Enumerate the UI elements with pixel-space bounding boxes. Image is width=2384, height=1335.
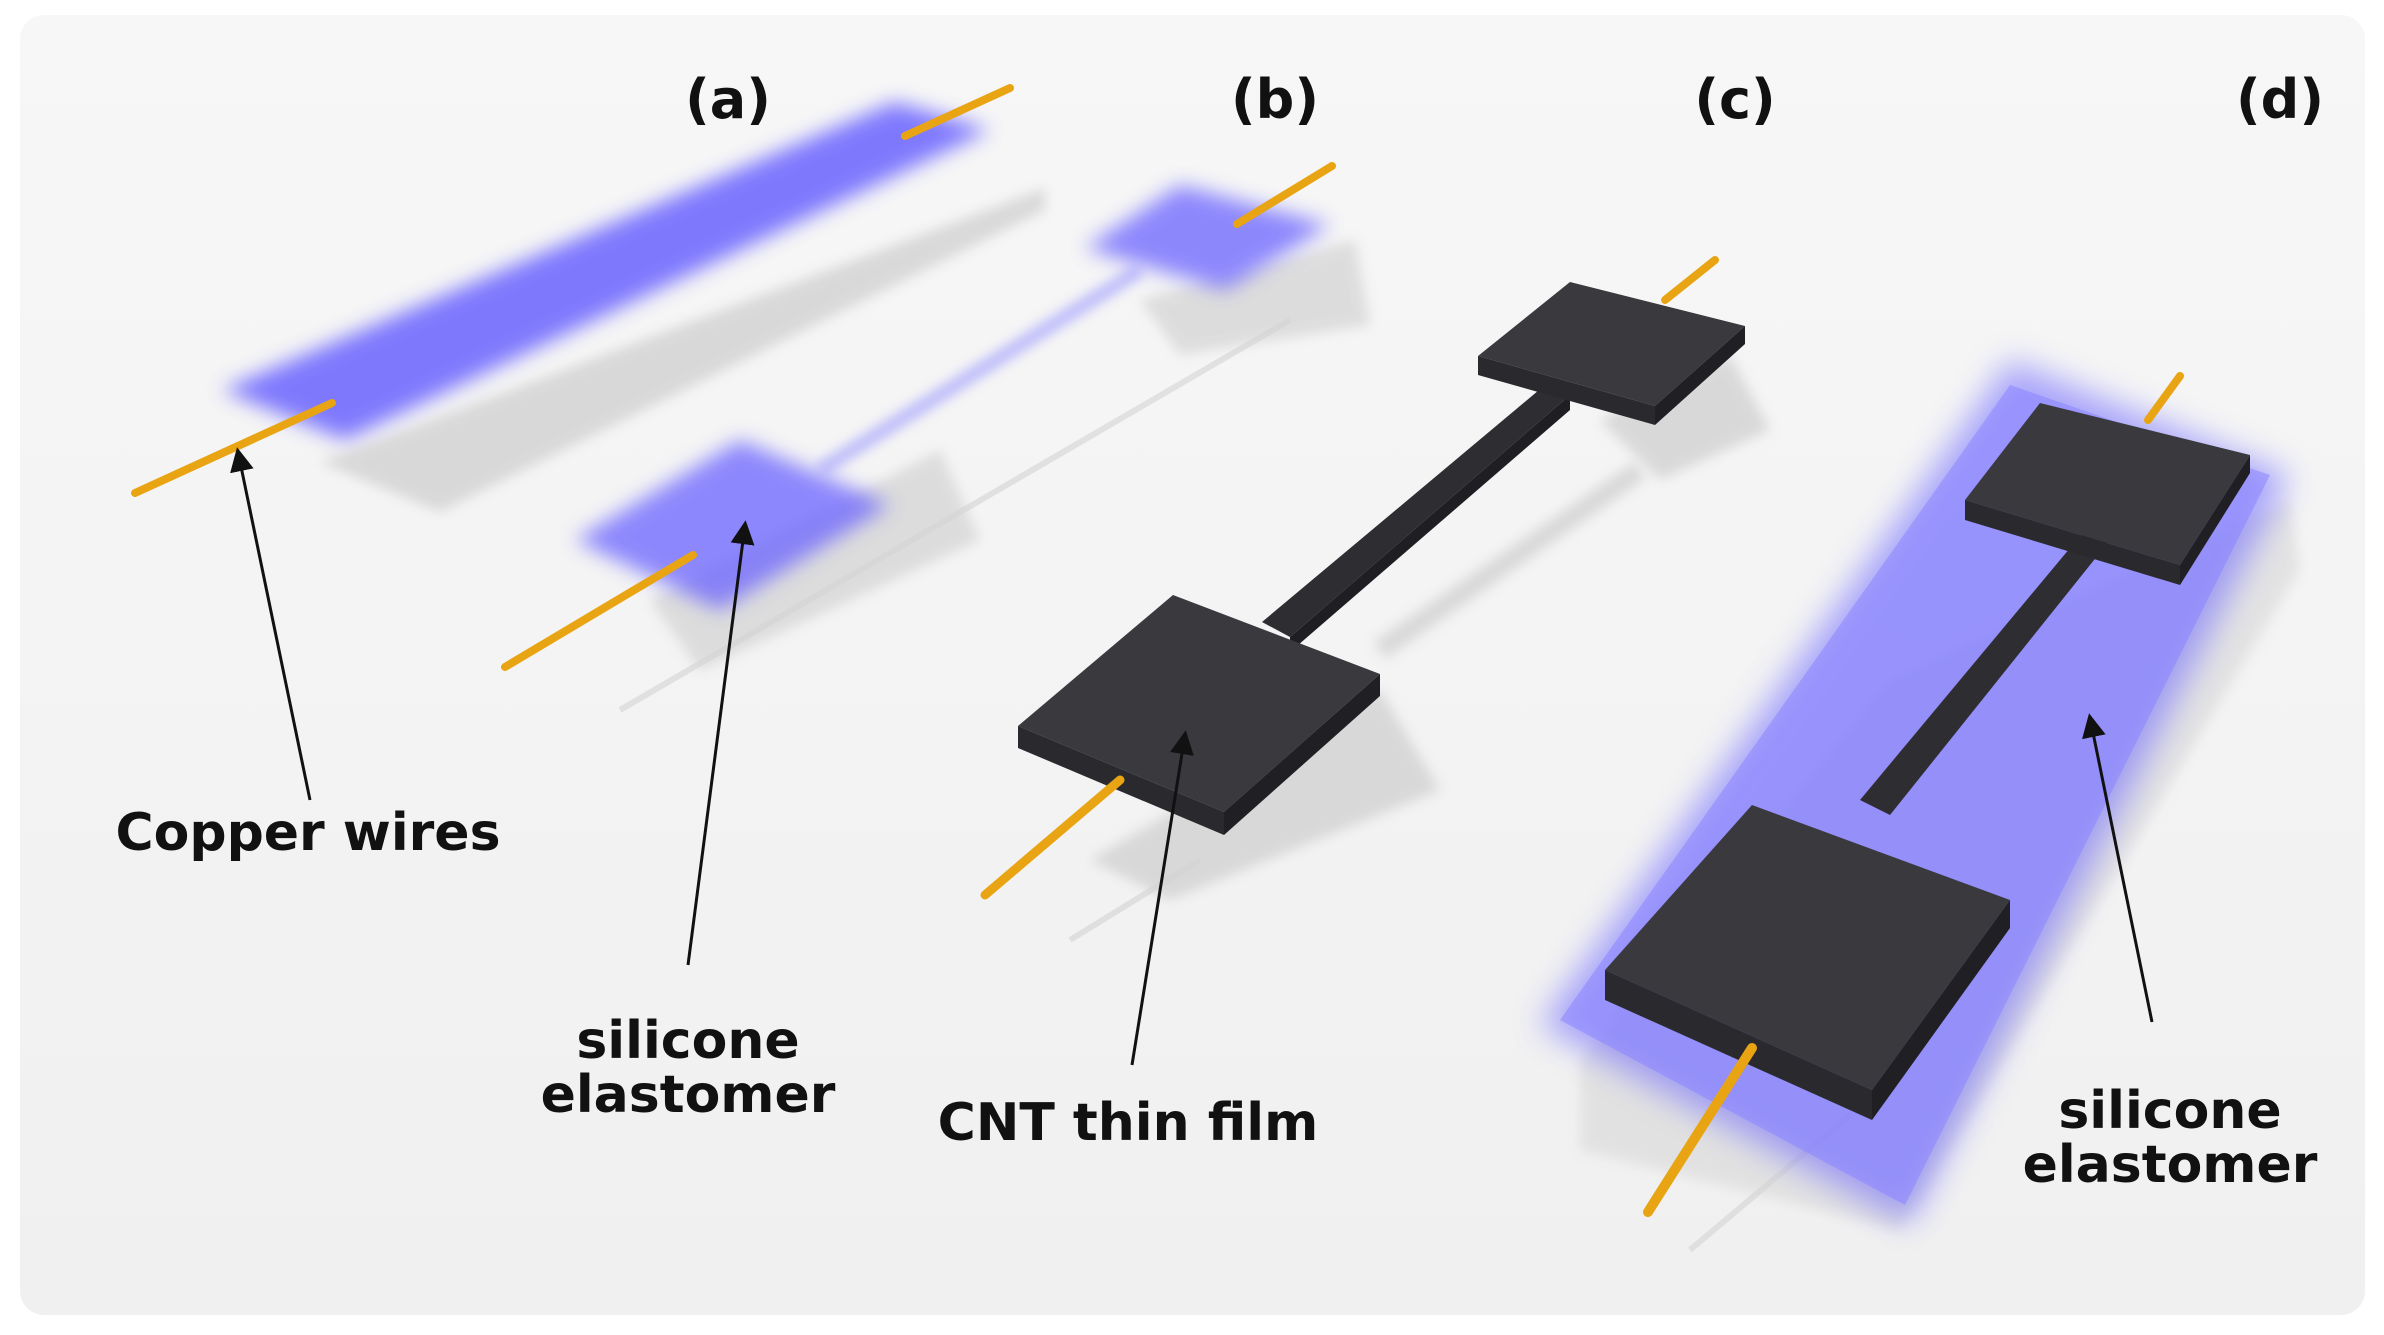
device-c <box>980 256 1770 943</box>
cnt-pad-c-right <box>1478 282 1745 406</box>
arrow-silicone-d <box>2082 713 2154 1023</box>
shadow-c-pad-right <box>1600 355 1770 480</box>
cnt-pad-d-bottom <box>1605 805 2010 1090</box>
arrow-copper-wires <box>230 447 312 801</box>
silicone-strip-a <box>222 102 990 440</box>
cnt-pad-c-right-side <box>1655 326 1745 425</box>
cnt-bridge-c-side <box>1290 395 1570 652</box>
cnt-pad-d-top-front <box>1965 500 2180 585</box>
cnt-pad-d-bottom-side <box>1872 900 2010 1120</box>
callout-silicone-b-line1: silicone <box>576 1011 799 1071</box>
shadow-b-right <box>1140 240 1370 355</box>
cnt-pad-d-bottom-front <box>1605 970 1872 1120</box>
panel-label-a: (a) <box>685 68 771 131</box>
callout-silicone-b-line2: elastomer <box>541 1065 836 1125</box>
panel-label-c: (c) <box>1694 68 1775 131</box>
device-d <box>1540 360 2300 1253</box>
cnt-pad-d-top <box>1965 403 2250 565</box>
arrow-cnt-film <box>1130 730 1194 1066</box>
copper-wire-c-right <box>1661 256 1719 304</box>
panel-label-b: (b) <box>1231 68 1319 131</box>
panel-label-d: (d) <box>2236 68 2324 131</box>
cnt-pad-c-left-side <box>1224 674 1380 835</box>
shadow-a <box>320 188 1045 512</box>
callout-silicone-d-line2: elastomer <box>2023 1135 2318 1195</box>
arrow-silicone-b <box>686 520 755 966</box>
copper-wire-b-right <box>1233 162 1336 228</box>
cnt-pad-c-right-front <box>1478 356 1655 425</box>
shadow-c-bridge <box>1374 461 1646 659</box>
callout-cnt-film: CNT thin film <box>938 1093 1319 1153</box>
copper-wire-d-top <box>2144 372 2184 424</box>
cnt-pad-c-left <box>1018 595 1380 812</box>
device-a <box>131 84 1045 512</box>
copper-wire-d-bottom <box>1643 1043 1757 1217</box>
silicone-pad-b-right <box>1085 185 1330 290</box>
silicone-channel-b <box>816 264 1144 476</box>
cnt-pad-d-top-side <box>2180 455 2250 585</box>
shadow-b-line <box>618 317 1292 713</box>
cnt-bridge-c <box>1262 385 1570 637</box>
copper-wire-b-left <box>501 551 697 671</box>
copper-wire-c-left <box>980 775 1125 900</box>
callout-copper-wires: Copper wires <box>115 803 500 863</box>
callout-silicone-d-line1: silicone <box>2058 1081 2281 1141</box>
copper-wire-a-right <box>901 84 1014 140</box>
shadow-c-wire <box>1068 857 1202 943</box>
cnt-bridge-d <box>1860 530 2110 815</box>
